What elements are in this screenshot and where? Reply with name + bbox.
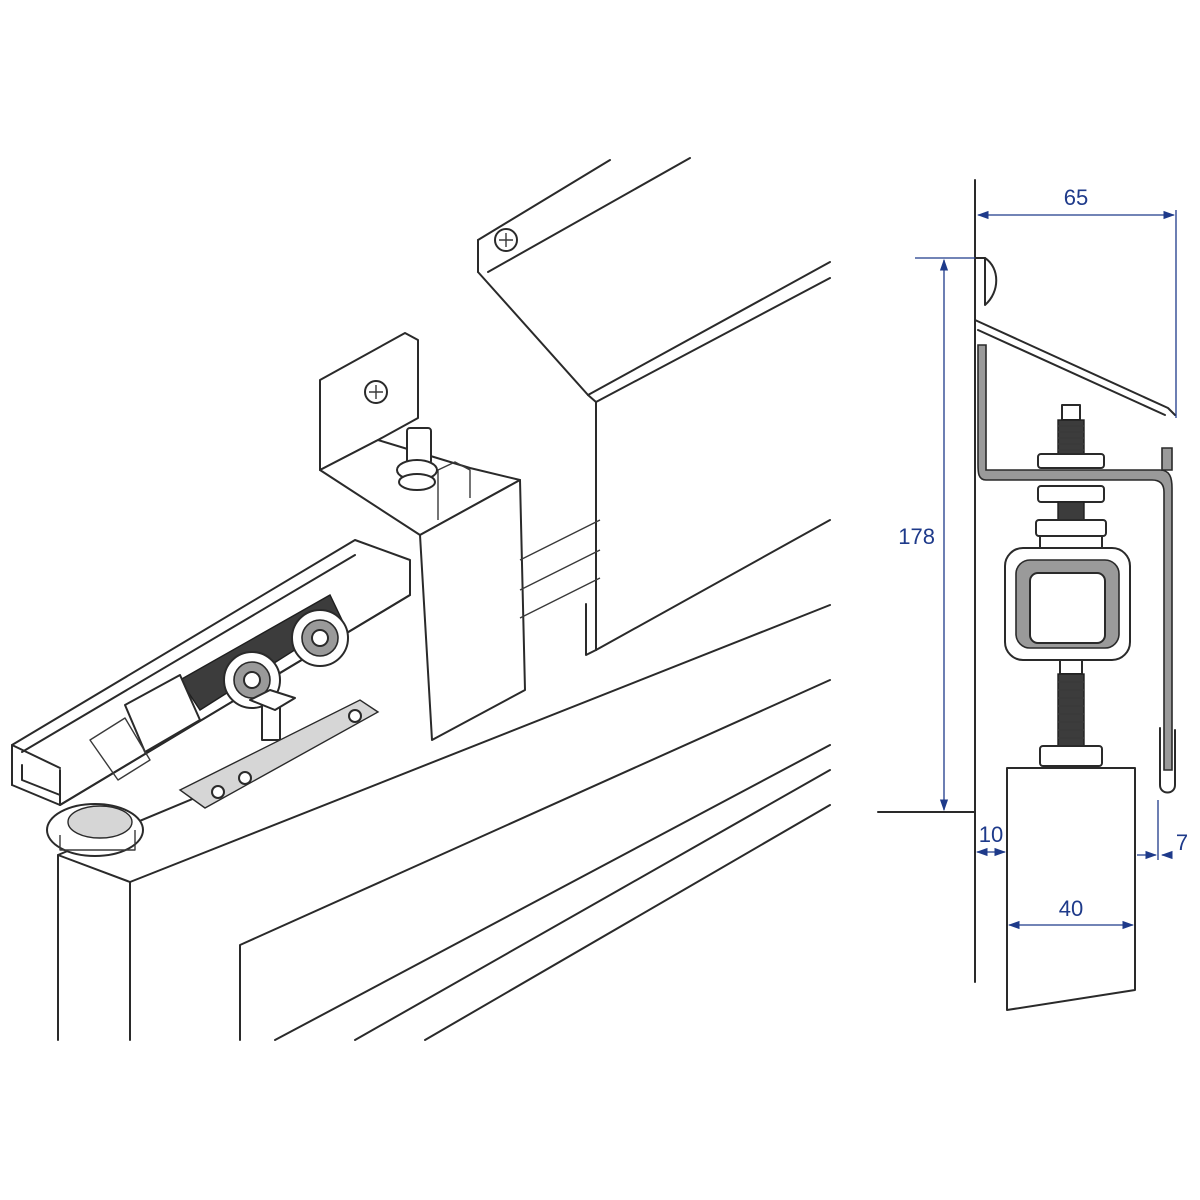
end-stop	[46, 803, 144, 857]
dimension-label-178: 178	[898, 524, 935, 549]
screw-icon	[494, 228, 518, 252]
door-section	[1006, 767, 1136, 1011]
dimension-label-10: 10	[979, 822, 1003, 847]
dimension-width-top: 65	[976, 185, 1177, 418]
trolley-carriage	[89, 594, 380, 809]
wall-bracket	[319, 332, 526, 741]
cover-profile	[477, 157, 831, 656]
screw-icon	[364, 380, 388, 404]
adjustment-bolt	[396, 427, 438, 491]
roller-wheel	[291, 609, 349, 667]
hanger-bolt	[249, 689, 296, 741]
track-section	[1004, 547, 1131, 661]
adjustment-stud	[1035, 404, 1107, 551]
dimension-height: 178	[898, 257, 975, 812]
dimension-label-7: 7	[1176, 830, 1188, 855]
dimension-door-thickness: 40	[1007, 896, 1135, 930]
dimension-label-40: 40	[1059, 896, 1083, 921]
dimension-label-65: 65	[1064, 185, 1088, 210]
section-view: 65 178 10 7 40	[877, 179, 1188, 1011]
mounting-bracket	[977, 344, 1173, 771]
hanger-bolt-section	[1039, 659, 1103, 767]
dimension-gap-right: 7	[1137, 800, 1188, 860]
dimension-gap-left: 10	[975, 822, 1007, 857]
isometric-assembly-view	[11, 157, 831, 1041]
